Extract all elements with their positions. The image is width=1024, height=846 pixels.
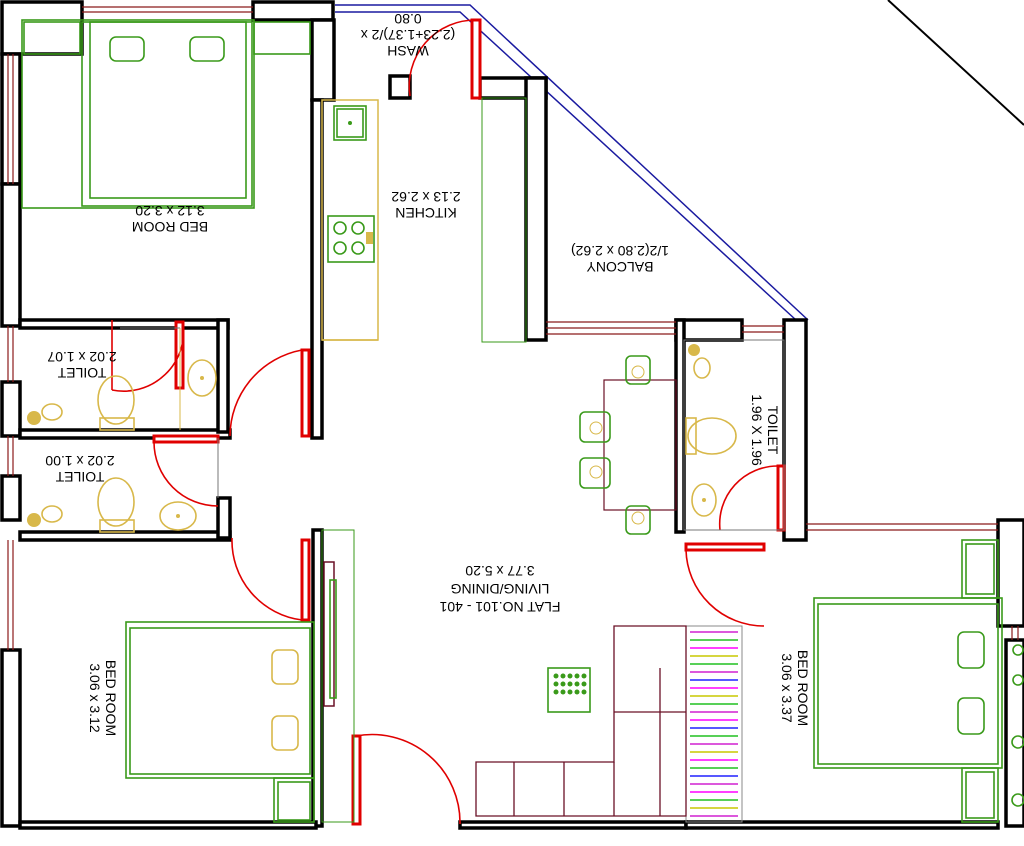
bedroom-top-left-size: 3.12 x 3.20 <box>135 203 204 219</box>
wash-name: WASH <box>387 43 428 59</box>
bedroom-bottom-right-size: 3.06 x 3.37 <box>779 653 795 722</box>
sofa <box>475 625 687 817</box>
balcony-name: BALCONY <box>586 259 654 275</box>
doors <box>111 18 786 826</box>
toilet-upper-name: TOILET <box>57 365 106 381</box>
living-size: 3.77 x 5.20 <box>465 563 534 579</box>
toilet-upper-size: 2.02 x 1.07 <box>47 349 116 365</box>
kitchen-name: KITCHEN <box>395 205 456 221</box>
balcony-partition <box>481 97 527 343</box>
living-name: LIVING/DINING <box>451 581 550 597</box>
wash-size-line2: 0.80 <box>394 11 421 27</box>
kitchen-size: 2.13 x 2.62 <box>391 189 460 205</box>
site-boundary-line <box>887 0 1024 126</box>
balcony-railing <box>335 4 809 321</box>
bed-bottom-left <box>125 621 315 823</box>
wardrobe <box>685 625 743 823</box>
bed-bottom-right <box>813 539 1024 823</box>
toilet-upper-fixtures <box>27 327 217 431</box>
wash-size-line1: (2.23+1.37)/2 x <box>361 27 456 43</box>
labels: BED ROOM 3.12 x 3.20 KITCHEN 2.13 x 2.62… <box>45 11 811 736</box>
toilet-right-name: TOILET <box>765 406 781 455</box>
kitchen-counter <box>321 99 379 341</box>
toilet-lower-size: 2.02 x 1.00 <box>45 453 114 469</box>
bed-top-left <box>21 19 311 209</box>
coffee-table <box>547 667 591 713</box>
bedroom-bottom-left-name: BED ROOM <box>103 660 119 736</box>
bedroom-top-left-name: BED ROOM <box>132 219 208 235</box>
bedroom-bottom-left-size: 3.06 x 3.12 <box>87 663 103 732</box>
toilet-lower-name: TOILET <box>55 469 104 485</box>
toilet-right-size: 1.96 X 1.96 <box>749 394 765 466</box>
toilet-right-fixtures <box>683 339 785 531</box>
flat-title: FLAT NO.101 - 401 <box>439 599 560 615</box>
toilet-lower-fixtures <box>27 438 219 533</box>
bedroom-bottom-right-name: BED ROOM <box>795 650 811 726</box>
tv-unit <box>321 529 355 823</box>
balcony-size: 1/2(2.80 x 2.62) <box>571 243 669 259</box>
windows <box>7 6 1019 650</box>
dining-table <box>579 355 677 535</box>
